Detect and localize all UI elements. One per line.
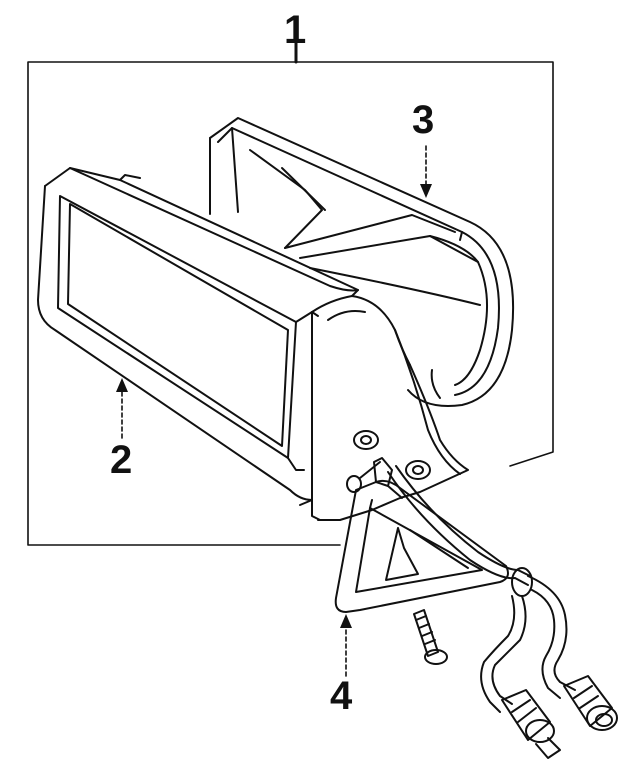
mirror-cover: [209, 117, 515, 407]
wiring-harness: [387, 465, 618, 759]
callout-3: 3: [412, 98, 435, 142]
mirror-glass-housing: [37, 167, 469, 521]
arrow-heads: [116, 184, 432, 628]
callout-4: 4: [330, 674, 353, 718]
leader-arrows: [121, 145, 427, 677]
assembly-bracket: [27, 38, 554, 546]
callout-1: 1: [284, 8, 307, 52]
mounting-screw: [413, 609, 448, 665]
callout-2: 2: [110, 438, 133, 482]
pivot-bolts: [346, 430, 431, 499]
mounting-bracket: [334, 479, 509, 613]
